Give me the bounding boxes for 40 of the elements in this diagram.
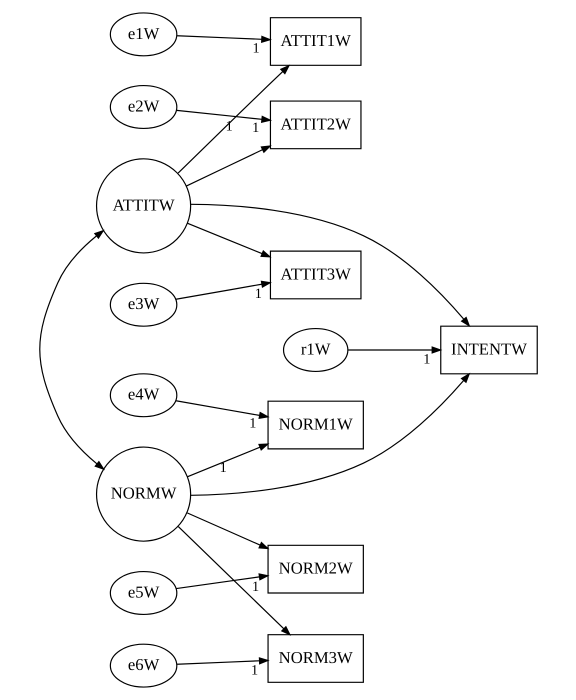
arrow: [190, 372, 470, 496]
node-ellipse: e2W: [109, 85, 177, 130]
node-circle: NORMW: [95, 446, 191, 542]
edge-label: 1: [252, 578, 259, 595]
arrow: [176, 573, 270, 590]
arrow: [186, 145, 272, 187]
arrow: [190, 204, 470, 328]
node-box: ATTIT1W: [269, 17, 362, 66]
edge-label: 1: [422, 351, 430, 368]
node-ellipse: e4W: [109, 373, 177, 418]
node-box: NORM2W: [266, 544, 364, 594]
arrow: [175, 280, 272, 300]
node-box: NORM3W: [266, 634, 364, 683]
arrow: [348, 346, 442, 354]
arrow: [177, 526, 291, 636]
node-ellipse: r1W: [282, 328, 348, 372]
node-ellipse: e6W: [109, 644, 177, 688]
node-ellipse: e5W: [109, 570, 177, 615]
edge-label: 1: [254, 286, 262, 302]
arrow: [186, 512, 270, 550]
arrow: [186, 222, 272, 258]
node-box: ATTIT3W: [269, 250, 362, 300]
node-ellipse: e3W: [109, 282, 177, 327]
edge-label: 1: [250, 662, 258, 678]
arrow: [175, 400, 270, 420]
arrow: [176, 110, 272, 124]
edge-label: 1: [252, 40, 260, 56]
arrow: [186, 443, 269, 478]
arrow: [176, 35, 272, 44]
node-box: NORM1W: [266, 400, 364, 450]
edge-label: 1: [252, 120, 259, 136]
edge-label: 1: [219, 460, 226, 476]
node-circle: ATTITW: [95, 158, 191, 254]
node-box: INTENTW: [440, 326, 538, 374]
arrow: [38, 230, 105, 470]
node-box: ATTIT2W: [269, 100, 362, 150]
arrow: [176, 657, 270, 665]
node-ellipse: e1W: [109, 12, 177, 56]
arrow: [177, 64, 290, 174]
edge-label: 1: [248, 416, 256, 432]
